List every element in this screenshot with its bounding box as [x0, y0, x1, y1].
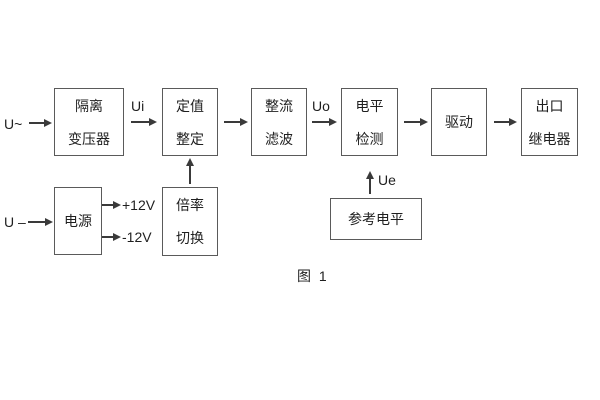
block-output-relay: 出口 继电器	[521, 88, 578, 156]
signal-ue-label: Ue	[378, 172, 396, 188]
block-label: 变压器	[68, 130, 110, 147]
arrow-ac-to-isolation	[29, 119, 52, 127]
block-label: 电平	[355, 97, 384, 114]
figure-caption: 图 1	[297, 268, 329, 284]
arrow-rectifier-to-level	[312, 118, 337, 126]
signal-uo-label: Uo	[312, 98, 330, 114]
block-label: 整定	[176, 130, 204, 147]
rail-negative-label: -12V	[122, 229, 152, 245]
input-ac-label: U~	[4, 116, 23, 132]
block-label: 检测	[355, 130, 384, 147]
block-label: 继电器	[528, 130, 571, 147]
arrow-isolation-to-setpoint	[131, 118, 157, 126]
arrow-driver-to-relay	[494, 118, 517, 126]
block-reference-level: 参考电平	[330, 198, 422, 240]
block-label: 电源	[64, 213, 92, 229]
arrow-reference-to-level	[366, 171, 374, 194]
block-label: 参考电平	[348, 211, 404, 227]
arrow-dc-to-power	[28, 218, 53, 226]
arrow-rail-positive	[102, 201, 121, 209]
rail-positive-label: +12V	[122, 197, 156, 213]
block-setpoint-adjust: 定值 整定	[162, 88, 218, 156]
signal-ui-label: Ui	[131, 98, 145, 114]
block-label: 整流	[265, 97, 293, 114]
arrow-ratio-to-setpoint	[186, 158, 194, 184]
arrow-level-to-driver	[404, 118, 428, 126]
block-label: 隔离	[75, 97, 103, 114]
block-label: 驱动	[445, 114, 473, 130]
block-label: 倍率	[176, 197, 204, 213]
block-level-detect: 电平 检测	[341, 88, 398, 156]
block-label: 滤波	[265, 130, 293, 147]
block-driver: 驱动	[431, 88, 487, 156]
block-label: 定值	[176, 97, 204, 114]
block-ratio-switch: 倍率 切换	[162, 187, 218, 256]
input-dc-label: U –	[4, 214, 26, 230]
block-rectifier-filter: 整流 滤波	[251, 88, 307, 156]
block-label: 切换	[176, 230, 204, 246]
block-power-supply: 电源	[54, 187, 102, 255]
block-isolation-transformer: 隔离 变压器	[54, 88, 124, 156]
arrow-rail-negative	[102, 233, 121, 241]
arrow-setpoint-to-rectifier	[224, 118, 248, 126]
block-label: 出口	[535, 97, 564, 114]
